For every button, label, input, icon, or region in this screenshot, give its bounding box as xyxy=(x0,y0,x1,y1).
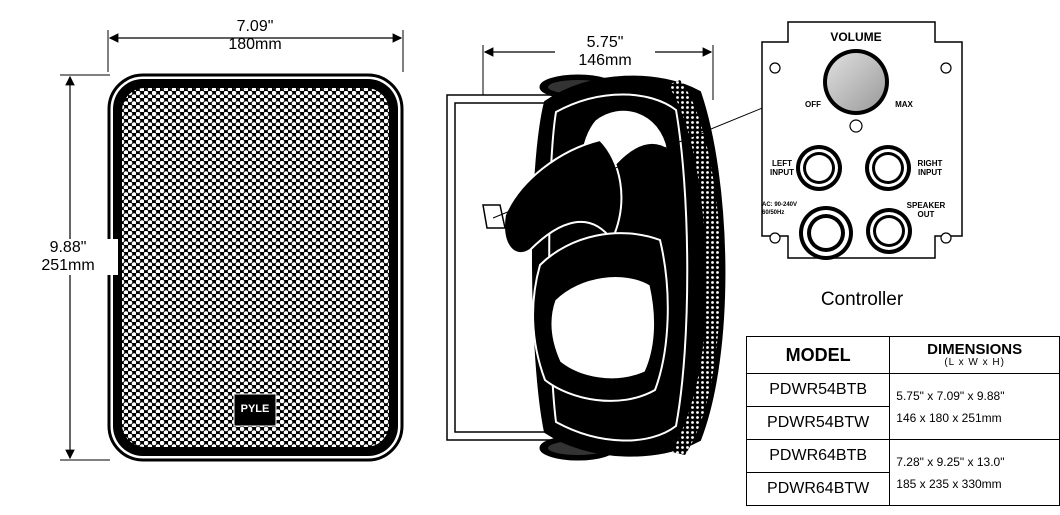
front-width-dimension xyxy=(107,30,404,72)
model-cell: PDWR64BTW xyxy=(745,472,891,506)
table-row: PDWR64BTW xyxy=(745,472,1060,506)
side-depth-mm: 146mm xyxy=(578,52,632,69)
table-header-dimensions-sub: (L x W x H) xyxy=(944,357,1005,368)
volume-label: VOLUME xyxy=(830,30,882,44)
ac-power-label: AC: 90-240V 60/50Hz xyxy=(762,202,798,216)
screw-icon xyxy=(769,232,781,244)
table-header-dimensions: DIMENSIONS (L x W x H) xyxy=(889,336,1060,374)
pyle-logo: PYLE xyxy=(240,403,270,415)
table-row: PDWR54BTW xyxy=(745,406,1060,440)
table-header-dimensions-title: DIMENSIONS xyxy=(927,341,1023,358)
table-header-model: MODEL xyxy=(745,336,891,374)
model-cell: PDWR54BTB xyxy=(745,373,891,407)
front-height-mm: 251mm xyxy=(41,257,95,274)
speaker-out-label: SPEAKER OUT xyxy=(906,201,946,219)
screw-icon xyxy=(769,62,781,74)
table-row: PDWR54BTB 5.75" x 7.09" x 9.88" 146 x 18… xyxy=(745,373,1060,440)
ac-power-jack xyxy=(799,206,853,260)
dimensions-cell: 5.75" x 7.09" x 9.88" 146 x 180 x 251mm xyxy=(889,373,1060,440)
right-input-jack xyxy=(865,145,911,191)
model-cell: PDWR64BTB xyxy=(745,439,891,473)
dimensions-inches: 5.75" x 7.09" x 9.88" xyxy=(896,388,1005,403)
speaker-side-view xyxy=(446,74,783,461)
front-height-inches: 9.88" xyxy=(49,239,87,256)
led-indicator xyxy=(849,119,863,133)
max-label: MAX xyxy=(895,100,913,109)
left-input-jack xyxy=(796,145,842,191)
model-cell: PDWR54BTW xyxy=(745,406,891,440)
dimensions-mm: 185 x 235 x 330mm xyxy=(896,476,1002,491)
left-input-label: LEFT INPUT xyxy=(770,159,794,177)
speaker-front-view xyxy=(107,73,404,462)
dimensions-table: MODEL DIMENSIONS (L x W x H) PDWR54BTB 5… xyxy=(745,336,1060,506)
controller-caption: Controller xyxy=(820,289,904,310)
speaker-out-jack xyxy=(866,208,912,254)
side-depth-inches: 5.75" xyxy=(586,34,624,51)
front-width-mm: 180mm xyxy=(228,36,282,53)
right-input-label: RIGHT INPUT xyxy=(917,159,943,177)
screw-icon xyxy=(940,62,952,74)
screw-icon xyxy=(940,232,952,244)
dimensions-cell: 7.28" x 9.25" x 13.0" 185 x 235 x 330mm xyxy=(889,439,1060,506)
dimensions-mm: 146 x 180 x 251mm xyxy=(896,410,1002,425)
dimensions-inches: 7.28" x 9.25" x 13.0" xyxy=(896,454,1005,469)
controller-plate xyxy=(761,21,963,260)
front-width-inches: 7.09" xyxy=(236,18,274,35)
table-row: PDWR64BTB 7.28" x 9.25" x 13.0" 185 x 23… xyxy=(745,439,1060,506)
off-label: OFF xyxy=(805,100,821,109)
